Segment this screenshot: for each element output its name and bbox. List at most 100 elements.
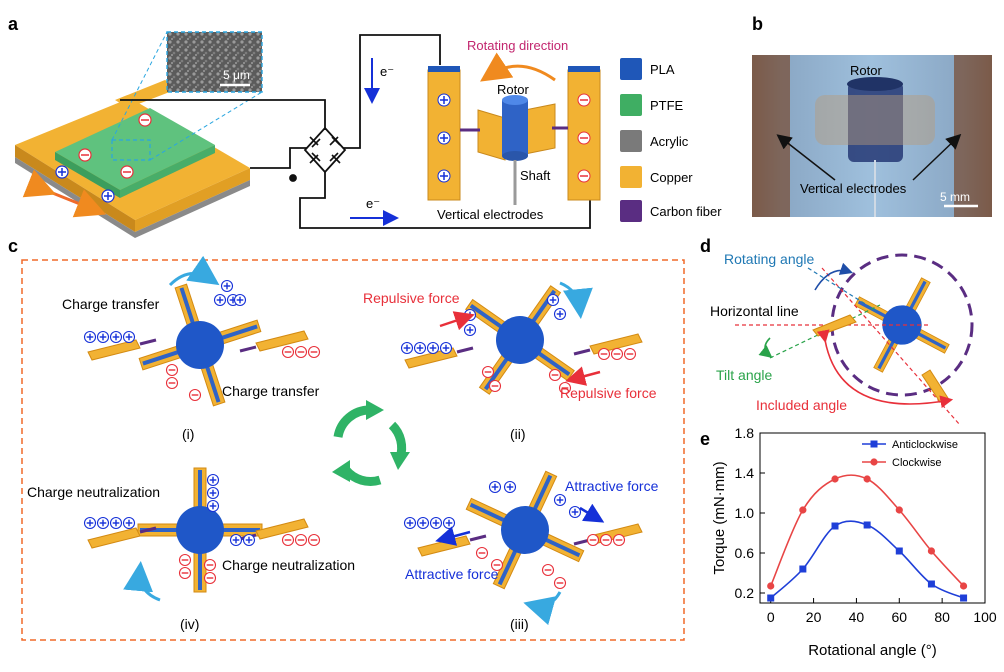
negative-charge	[475, 546, 489, 560]
charge-transfer-label-1: Charge transfer	[62, 296, 160, 312]
rotating-angle-arrow	[814, 262, 854, 291]
tilt-angle-arrow	[758, 337, 773, 359]
data-point	[863, 521, 871, 529]
negative-charge	[623, 347, 637, 361]
charge-neutralization-label-1: Charge neutralization	[27, 484, 160, 500]
legend-item-copper: Copper	[620, 166, 693, 188]
attractive-force-label-2: Attractive force	[405, 566, 499, 582]
x-tick-label: 80	[934, 609, 950, 625]
svg-text:PLA: PLA	[650, 62, 675, 77]
tilt-angle-label: Tilt angle	[716, 367, 773, 383]
svg-text:PTFE: PTFE	[650, 98, 684, 113]
rotor-stage-i	[138, 283, 262, 407]
positive-charge	[83, 330, 97, 344]
negative-charge	[610, 347, 624, 361]
step-label-ii: (ii)	[510, 426, 526, 442]
x-tick-label: 40	[849, 609, 865, 625]
y-tick-label: 1.4	[735, 465, 755, 481]
legend-item-acrylic: Acrylic	[620, 130, 689, 152]
legend-marker	[870, 440, 878, 448]
negative-charge	[178, 553, 192, 567]
attractive-force-label-1: Attractive force	[565, 478, 659, 494]
negative-charge	[612, 533, 626, 547]
step-label-i: (i)	[182, 426, 194, 442]
negative-charge	[294, 345, 308, 359]
positive-charge	[233, 293, 247, 307]
positive-charge	[488, 480, 502, 494]
x-tick-label: 100	[973, 609, 997, 625]
material-legend: PLA PTFE Acrylic Copper Carbon fiber	[620, 58, 722, 222]
rotor-stage-iii	[465, 470, 585, 590]
rotation-arrow-stage-iii	[523, 591, 562, 626]
negative-charge	[599, 533, 613, 547]
legend-label: Clockwise	[892, 457, 942, 469]
rectifier-diodes	[309, 136, 341, 164]
positive-charge	[463, 308, 477, 322]
x-tick-label: 0	[767, 609, 775, 625]
x-tick-label: 60	[891, 609, 907, 625]
rotation-arrow-stage-i	[168, 255, 220, 287]
x-axis-label: Rotational angle (°)	[808, 642, 937, 659]
negative-charge	[203, 571, 217, 585]
electron-label-1: e⁻	[380, 64, 394, 79]
negative-charge	[203, 558, 217, 572]
charge-neutralization-label-2: Charge neutralization	[222, 557, 355, 573]
photo-scale-label: 5 mm	[940, 190, 970, 204]
positive-charge	[206, 486, 220, 500]
photo-arrow-left	[776, 134, 836, 181]
panel-label-e: e	[700, 429, 710, 449]
negative-charge	[188, 388, 202, 402]
positive-charge	[439, 341, 453, 355]
rotating-direction-label: Rotating direction	[467, 38, 568, 53]
left-electrode-stage-iv	[87, 526, 157, 549]
positive-charge	[403, 516, 417, 530]
svg-text:Carbon fiber: Carbon fiber	[650, 204, 722, 219]
mechanism-frame	[21, 259, 685, 641]
included-angle-label: Included angle	[756, 397, 847, 413]
positive-charge	[122, 330, 136, 344]
shaft-label: Shaft	[520, 168, 551, 183]
left-electrode-stage-i	[87, 338, 157, 361]
negative-charge	[548, 368, 562, 382]
panel-label-b: b	[752, 14, 763, 34]
positive-charge	[429, 516, 443, 530]
left-electrode-stage-iii	[417, 534, 487, 557]
data-point	[767, 594, 775, 602]
mechanism-stages	[83, 255, 643, 626]
positive-charge	[213, 293, 227, 307]
circuit	[120, 34, 591, 229]
legend-marker	[870, 458, 878, 466]
panel-label-c: c	[8, 236, 18, 256]
data-point	[799, 565, 807, 573]
negative-charge	[281, 533, 295, 547]
negative-charge	[165, 363, 179, 377]
vertical-electrodes-label: Vertical electrodes	[437, 207, 544, 222]
rotor-angle-diagram	[854, 277, 950, 373]
sem-scale-label: 5 μm	[223, 68, 250, 82]
legend-item-pla: PLA	[620, 58, 675, 80]
legend-item-ptfe: PTFE	[620, 94, 684, 116]
angle-diagram	[735, 253, 974, 426]
photo-arrow-right	[912, 133, 962, 181]
step-label-iv: (iv)	[180, 616, 199, 632]
data-point	[863, 475, 871, 483]
legend-label: Anticlockwise	[892, 439, 958, 451]
negative-charge	[281, 345, 295, 359]
right-electrode-stage-i	[239, 330, 309, 353]
data-point	[895, 547, 903, 555]
negative-charge	[178, 566, 192, 580]
repulsive-force-label-1: Repulsive force	[363, 290, 460, 306]
repulsive-force-label-2: Repulsive force	[560, 385, 657, 401]
positive-charge	[96, 516, 110, 530]
positive-charge	[553, 493, 567, 507]
positive-charge	[206, 473, 220, 487]
rotor-assembly	[427, 52, 601, 205]
positive-charge	[463, 323, 477, 337]
y-axis-label: Torque (mN·mm)	[711, 461, 728, 574]
sem-image	[166, 31, 263, 93]
data-point	[960, 594, 968, 602]
negative-charge	[307, 533, 321, 547]
rotor-hub	[502, 100, 528, 156]
legend-item-carbon-fiber: Carbon fiber	[620, 200, 722, 222]
